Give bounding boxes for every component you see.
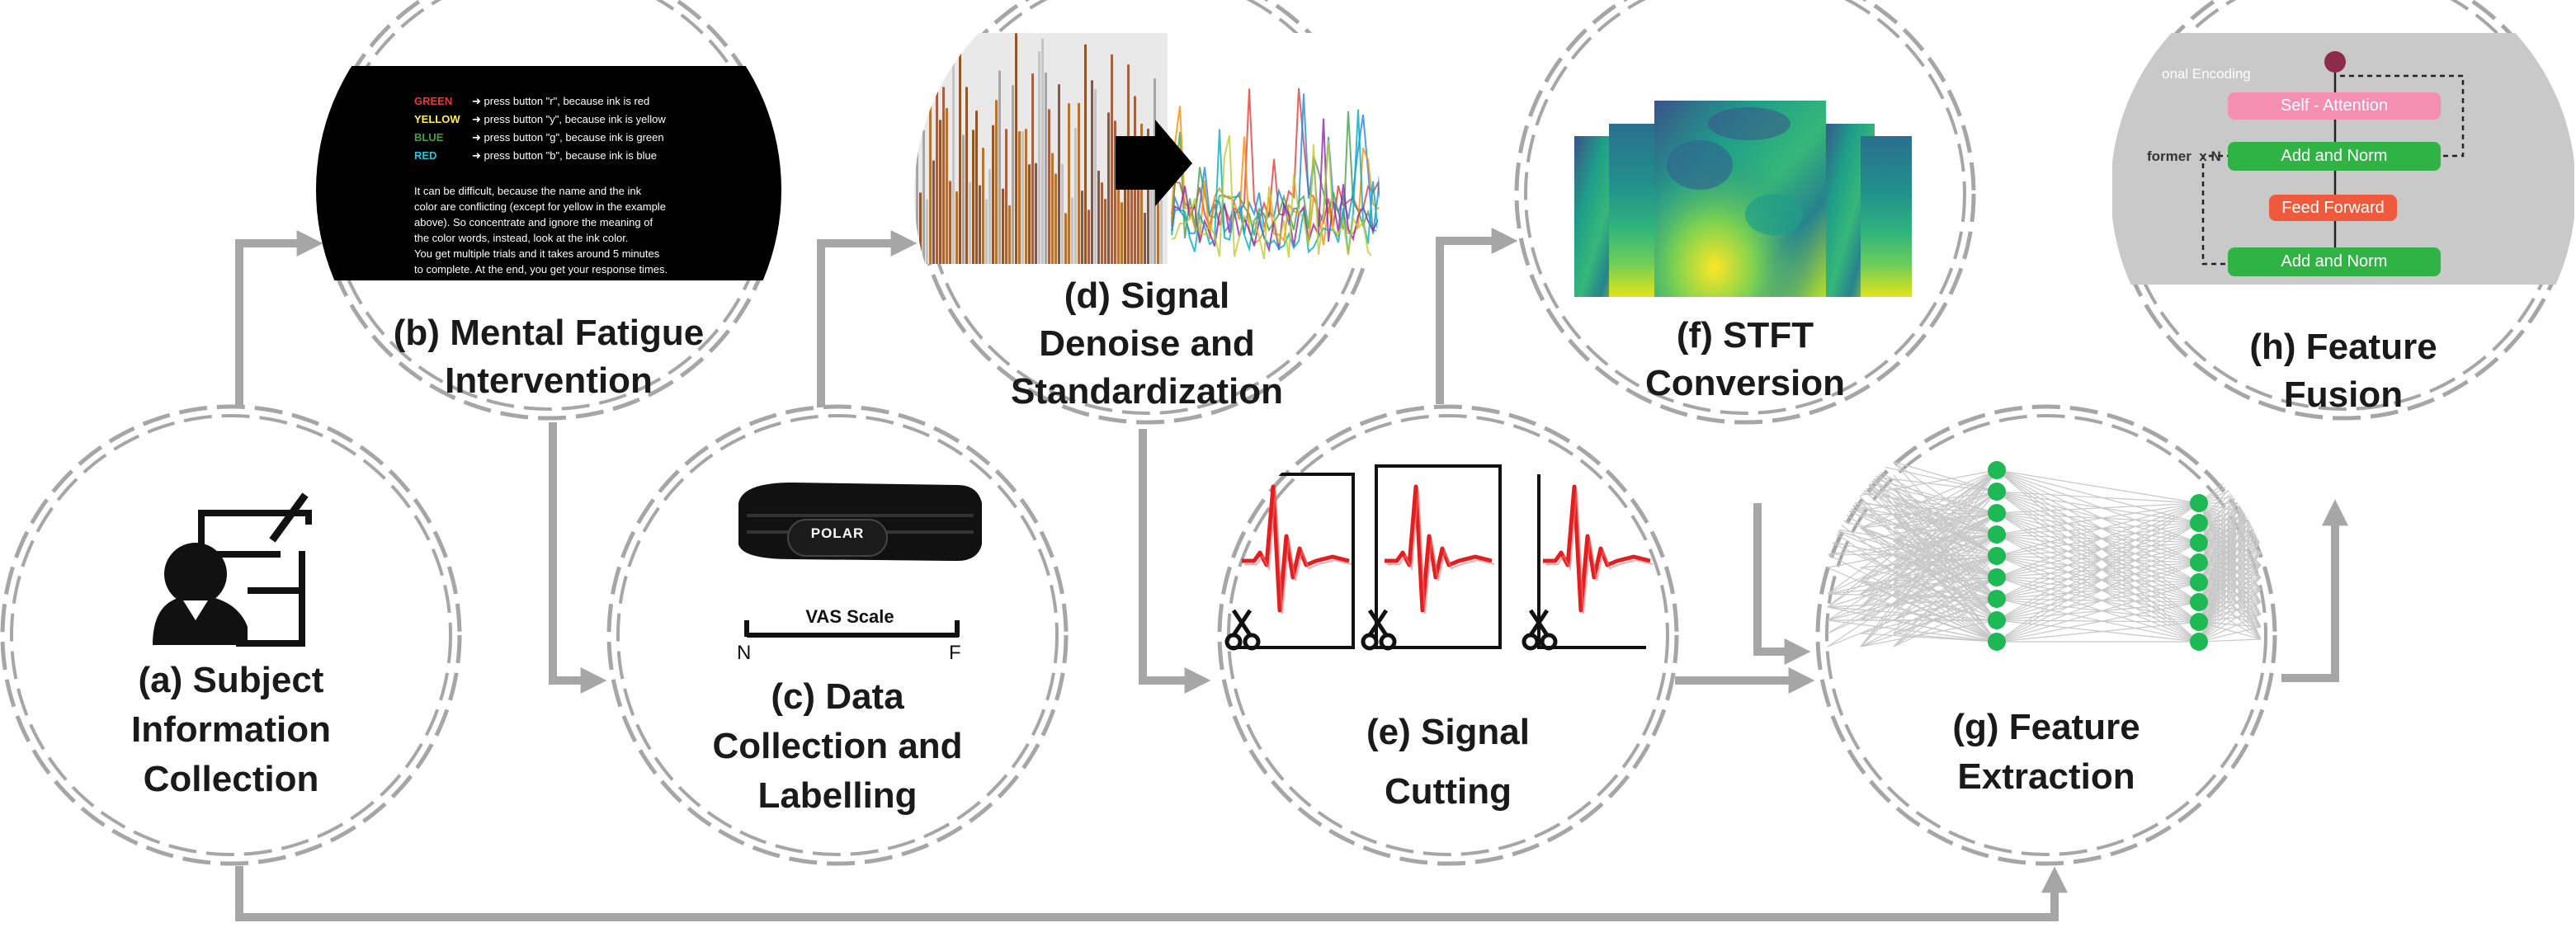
arrow-d-to-e [1139,429,1211,695]
arrow-g-to-h [2281,499,2349,682]
stroop-paragraph: It can be difficult, because the name an… [414,185,668,275]
stroop-rule: RED➜ press button "b", because ink is bl… [414,147,769,165]
stroop-rule: YELLOW➜ press button "y", because ink is… [414,111,769,129]
polar-logo: POLAR [810,525,865,541]
transform-arrow-icon [1116,120,1192,206]
stroop-instructions: GREEN➜ press button "r", because ink is … [414,92,769,165]
vas-scale [744,620,960,638]
heart-rate-strap [738,483,982,561]
arrow-b-to-c [549,422,607,695]
self-attention-block: Self - Attention [2228,92,2441,120]
encoding-node [2324,51,2346,73]
stroop-word: YELLOW [414,113,460,125]
stft-spectrograms [1574,101,1912,297]
arrow-c-to-d [817,229,918,419]
clean-signal-panel [1168,33,1380,264]
arrow-a-to-g [235,866,2069,921]
stroop-word: GREEN [414,95,453,107]
vas-right-label: F [949,642,961,664]
vas-left-label: N [737,642,752,664]
scissors-icon [1224,609,1558,651]
stroop-word: RED [414,149,437,162]
connector-arrows [235,227,2349,921]
stroop-rule: BLUE➜ press button "g", because ink is g… [414,129,769,147]
stroop-rule: GREEN➜ press button "r", because ink is … [414,92,769,111]
arrow-e-to-f [1436,227,1518,404]
add-norm-block: Add and Norm [2228,142,2441,171]
arrow-f-to-g [1753,503,1811,666]
add-norm-block: Add and Norm [2228,247,2441,276]
stroop-word: BLUE [414,131,444,144]
person-form-icon [153,492,312,647]
feed-forward-block: Feed Forward [2269,195,2397,221]
positional-encoding-label: onal Encoding [2162,66,2251,82]
vas-scale-title: VAS Scale [805,606,894,627]
arrow-a-to-b [235,229,323,406]
signal-cutting-panel [1229,464,1654,649]
stroop-screen [316,66,781,280]
repeat-label: former x N [2147,148,2221,164]
